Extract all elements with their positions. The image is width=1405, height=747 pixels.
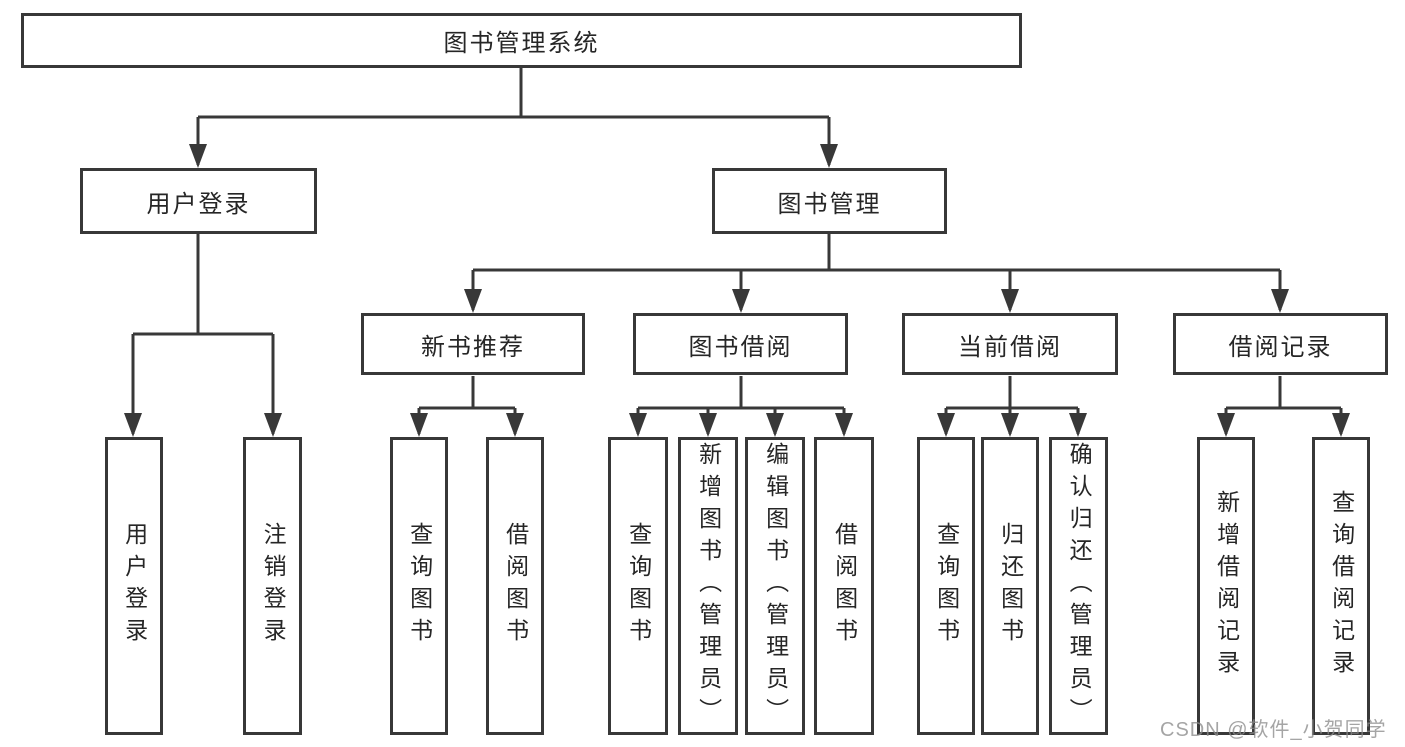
node-label: 借阅图书: [831, 522, 858, 650]
node-leaf-query-books-borrow: 查询图书: [608, 437, 668, 735]
node-leaf-user-login: 用户登录: [105, 437, 163, 735]
arrow-down-icon: [410, 413, 428, 437]
node-root: 图书管理系统: [21, 13, 1022, 68]
node-label: 编辑图书（管理员）: [762, 442, 789, 730]
arrow-down-icon: [766, 413, 784, 437]
node-label: 当前借阅: [958, 333, 1062, 361]
arrow-down-icon: [1332, 413, 1350, 437]
node-book-borrow: 图书借阅: [633, 313, 848, 375]
arrow-down-icon: [1069, 413, 1087, 437]
node-label: 借阅图书: [502, 522, 529, 650]
arrow-down-icon: [1001, 289, 1019, 313]
node-label: 查询借阅记录: [1328, 490, 1355, 682]
arrow-down-icon: [732, 289, 750, 313]
arrow-down-icon: [1217, 413, 1235, 437]
node-label: 借阅记录: [1228, 333, 1333, 361]
node-label: 图书管理: [777, 190, 882, 218]
connector-lines: [131, 68, 1343, 434]
node-book-management-branch: 图书管理: [712, 168, 947, 234]
node-new-book-recommend: 新书推荐: [361, 313, 585, 375]
node-leaf-query-borrow-record: 查询借阅记录: [1312, 437, 1370, 735]
node-leaf-borrow-books-recommend: 借阅图书: [486, 437, 544, 735]
csdn-watermark: CSDN @软件_小贺同学: [1160, 719, 1387, 741]
node-leaf-add-book-admin: 新增图书（管理员）: [678, 437, 738, 735]
node-label: 新增图书（管理员）: [695, 442, 722, 730]
arrow-down-icon: [937, 413, 955, 437]
arrow-down-icon: [629, 413, 647, 437]
node-label: 用户登录: [146, 190, 251, 218]
node-label: 图书管理系统: [443, 30, 600, 57]
node-label: 新书推荐: [421, 333, 525, 361]
node-label: 用户登录: [121, 522, 148, 650]
node-label: 归还图书: [997, 522, 1024, 650]
node-leaf-add-borrow-record: 新增借阅记录: [1197, 437, 1255, 735]
node-borrow-record: 借阅记录: [1173, 313, 1388, 375]
node-label: 新增借阅记录: [1213, 490, 1240, 682]
arrow-down-icon: [699, 413, 717, 437]
node-label: 确认归还（管理员）: [1066, 442, 1093, 730]
node-leaf-query-books-recommend: 查询图书: [390, 437, 448, 735]
node-leaf-edit-book-admin: 编辑图书（管理员）: [745, 437, 805, 735]
node-label: 查询图书: [406, 522, 433, 650]
node-label: 查询图书: [625, 522, 652, 650]
node-leaf-return-book: 归还图书: [981, 437, 1039, 735]
node-leaf-borrow-books: 借阅图书: [814, 437, 874, 735]
arrow-down-icon: [820, 144, 838, 168]
arrow-down-icon: [835, 413, 853, 437]
node-leaf-confirm-return-admin: 确认归还（管理员）: [1049, 437, 1108, 735]
arrow-down-icon: [1271, 289, 1289, 313]
node-label: 图书借阅: [688, 333, 793, 361]
node-user-login-branch: 用户登录: [80, 168, 317, 234]
node-leaf-logout: 注销登录: [243, 437, 302, 735]
node-leaf-query-books-current: 查询图书: [917, 437, 975, 735]
arrow-down-icon: [124, 413, 142, 437]
node-label: 注销登录: [260, 522, 287, 650]
arrowheads-group: [124, 144, 1350, 437]
arrow-down-icon: [264, 413, 282, 437]
arrow-down-icon: [189, 144, 207, 168]
arrow-down-icon: [1001, 413, 1019, 437]
node-label: 查询图书: [933, 522, 960, 650]
arrow-down-icon: [464, 289, 482, 313]
arrow-down-icon: [506, 413, 524, 437]
node-current-borrow: 当前借阅: [902, 313, 1118, 375]
